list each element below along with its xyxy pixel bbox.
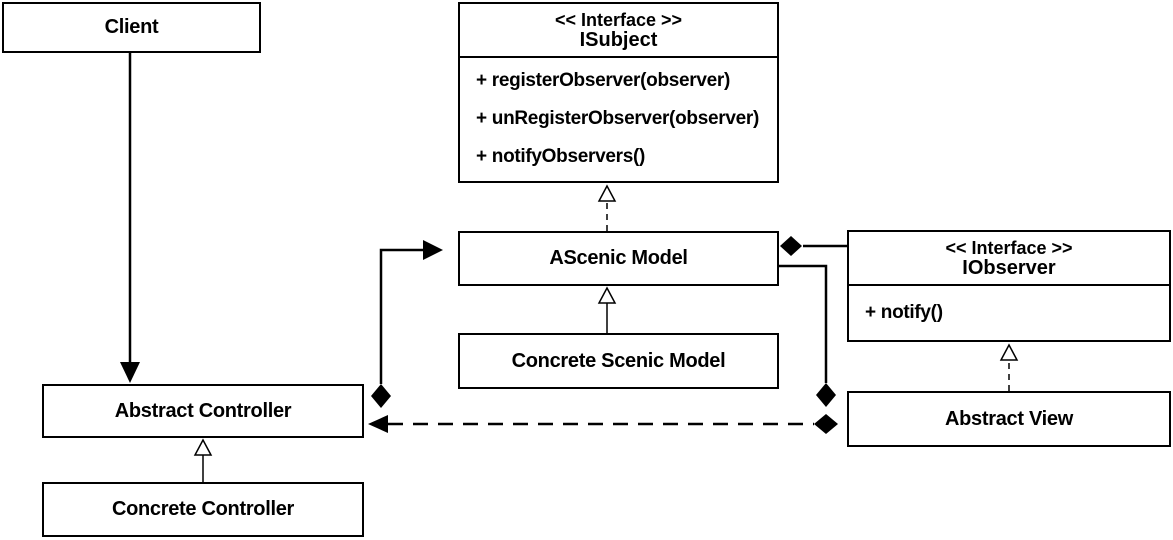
- concrete-controller-label: Concrete Controller: [111, 498, 295, 520]
- concrete-scenic-model-box: Concrete Scenic Model: [458, 333, 779, 389]
- ascenic-model-box: AScenic Model: [458, 231, 779, 286]
- model-observer-composition: [780, 236, 847, 256]
- iobserver-stereotype: << Interface >>: [945, 238, 1073, 258]
- abstract-controller-label: Abstract Controller: [114, 399, 292, 422]
- isubject-stereotype: << Interface >>: [554, 10, 683, 30]
- view-to-controller-dependency: [368, 414, 838, 434]
- iobserver-header: << Interface >> IObserver: [849, 232, 1169, 286]
- iobserver-operations: + notify(): [849, 294, 1169, 332]
- iobserver-interface-box: << Interface >> IObserver + notify(): [847, 230, 1171, 342]
- client-label: Client: [104, 16, 159, 38]
- iobserver-name: IObserver: [962, 257, 1056, 279]
- ascenic-model-label: AScenic Model: [549, 247, 688, 269]
- controller-to-model-composition: [371, 240, 443, 408]
- isubject-name: ISubject: [579, 29, 658, 51]
- ascenic-implements-isubject: [597, 184, 617, 231]
- isubject-header: << Interface >> ISubject: [460, 4, 777, 58]
- abstract-controller-box: Abstract Controller: [42, 384, 364, 438]
- isubject-operations: + registerObserver(observer) + unRegiste…: [460, 62, 777, 176]
- client-to-controller-association: [120, 53, 140, 383]
- concrete-controller-box: Concrete Controller: [42, 482, 364, 537]
- iobserver-operation: + notify(): [865, 302, 943, 323]
- controller-inheritance: [193, 438, 213, 482]
- model-to-view-composition: [779, 264, 836, 407]
- abstract-view-label: Abstract View: [944, 407, 1073, 430]
- scenic-model-inheritance: [597, 286, 617, 333]
- client-box: Client: [2, 2, 261, 53]
- isubject-operation: + registerObserver(observer): [476, 70, 731, 91]
- isubject-operation: + unRegisterObserver(observer): [476, 108, 759, 129]
- view-implements-iobserver: [999, 343, 1019, 391]
- isubject-operation: + notifyObservers(): [476, 146, 646, 167]
- concrete-scenic-model-label: Concrete Scenic Model: [511, 349, 726, 372]
- abstract-view-box: Abstract View: [847, 391, 1171, 447]
- isubject-interface-box: << Interface >> ISubject + registerObser…: [458, 2, 779, 183]
